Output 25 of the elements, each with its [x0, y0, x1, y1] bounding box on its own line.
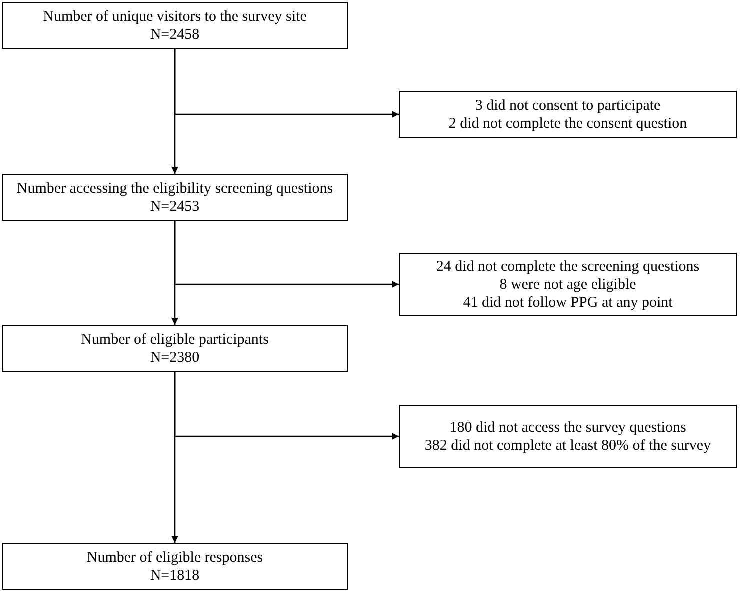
box-text: 41 did not follow PPG at any point: [463, 294, 673, 312]
box-text: N=2453: [150, 198, 200, 216]
arrow: [174, 221, 399, 288]
box-text: 24 did not complete the screening questions: [436, 258, 700, 276]
exclusion-box: [399, 405, 737, 468]
box-text: Number of unique visitors to the survey site: [43, 8, 307, 26]
box-text: 2 did not complete the consent question: [448, 114, 688, 132]
box-text: N=1818: [150, 566, 200, 584]
box-text: 180 did not access the survey questions: [450, 418, 686, 436]
box-text: Number of eligible responses: [86, 548, 264, 566]
exclusion-box: [399, 253, 737, 316]
box-text: N=2458: [150, 26, 200, 44]
process-box: [2, 325, 348, 372]
box-text: 382 did not complete at least 80% of the survey: [424, 436, 712, 454]
process-box: [2, 543, 348, 590]
process-box: [2, 174, 348, 221]
arrow: [174, 49, 399, 118]
box-text: 3 did not consent to participate: [475, 96, 661, 114]
box-text: N=2380: [150, 348, 200, 366]
process-box: [2, 2, 348, 49]
box-text: Number of eligible participants: [81, 330, 269, 348]
arrow: [174, 372, 399, 440]
exclusion-box: [399, 91, 737, 138]
box-text: Number accessing the eligibility screening questions: [16, 180, 334, 198]
box-text: 8 were not age eligible: [500, 276, 636, 294]
